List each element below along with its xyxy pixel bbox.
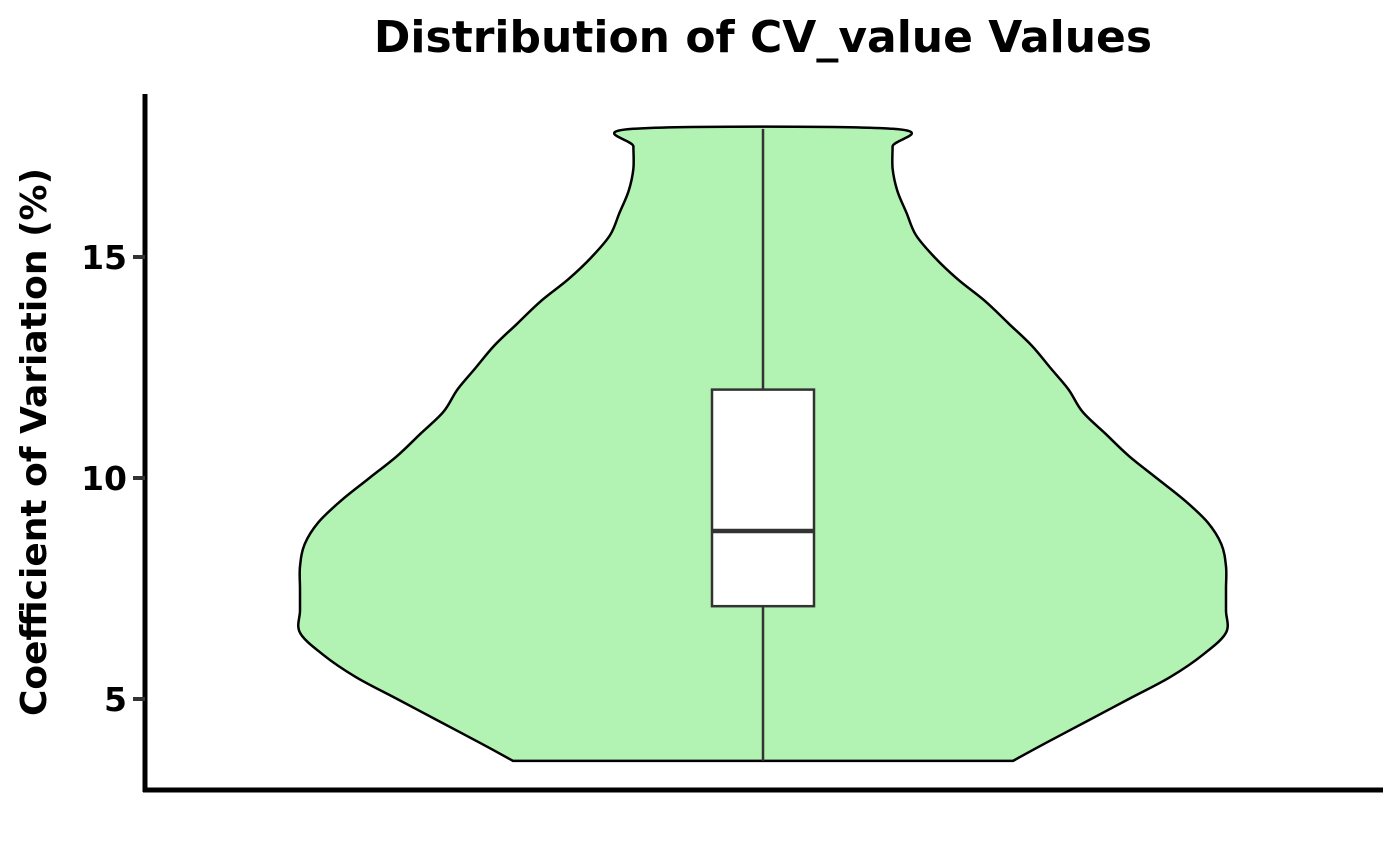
y-tick-label: 5 <box>104 680 127 719</box>
chart-title: Distribution of CV_value Values <box>374 12 1152 63</box>
plot-area: 5 10 15 <box>81 94 1383 793</box>
y-tick-label: 10 <box>81 459 127 498</box>
iqr-box <box>710 388 816 608</box>
y-axis-label: Coefficient of Variation (%) <box>14 168 55 716</box>
y-tick-label: 15 <box>81 238 127 277</box>
